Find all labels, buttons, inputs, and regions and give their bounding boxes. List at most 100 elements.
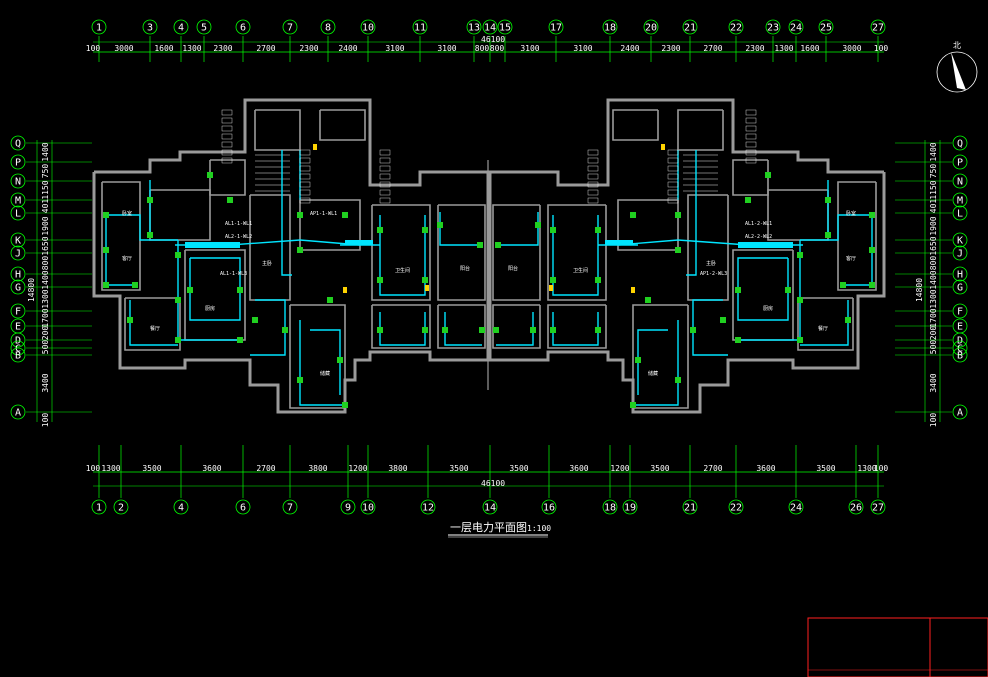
top-axis-label: 20 xyxy=(645,23,657,34)
top-axis-bubble xyxy=(196,19,212,35)
riser-tag xyxy=(379,173,391,180)
socket-icon-mirrored xyxy=(630,212,636,218)
top-axis-bubble xyxy=(682,19,698,35)
room-label-mirrored: 客厅 xyxy=(846,255,856,262)
top-dimension-value: 100 xyxy=(86,44,101,53)
panel-label: AP1-2-WL3 xyxy=(700,271,727,277)
socket-icon-mirrored xyxy=(595,227,601,233)
devices-layer xyxy=(103,109,875,408)
room-label-mirrored: 餐厅 xyxy=(818,325,828,332)
right-dimension-value: 1900 xyxy=(929,216,938,235)
title-block-frame xyxy=(807,617,988,677)
riser-tag-mirrored xyxy=(587,149,599,156)
left-dimension-value: 100 xyxy=(41,413,50,428)
right-axis-bubble xyxy=(952,154,968,170)
bottom-axis-bubble xyxy=(848,499,864,515)
socket-icon-mirrored xyxy=(675,377,681,383)
bottom-dimension-value: 100 xyxy=(86,464,101,473)
left-axis-label: E xyxy=(15,322,21,333)
top-axis-bubble xyxy=(602,19,618,35)
room-wall xyxy=(319,109,366,141)
circuit-wire xyxy=(379,215,426,296)
socket-icon-mirrored xyxy=(840,282,846,288)
top-dimension-value: 3100 xyxy=(385,44,404,53)
top-axis-label: 8 xyxy=(325,23,331,34)
walls-layer xyxy=(92,98,886,414)
right-axis-label: B xyxy=(957,351,963,362)
circuit-wire-mirrored xyxy=(552,215,599,296)
room-label-mirrored: 厨房 xyxy=(763,305,773,312)
room-wall-mirrored xyxy=(547,204,607,301)
socket-icon xyxy=(442,327,448,333)
bottom-axis-bubble xyxy=(360,499,376,515)
socket-icon xyxy=(227,197,233,203)
riser-tag xyxy=(299,181,311,188)
top-axis-bubble xyxy=(173,19,189,35)
room-wall xyxy=(371,304,431,349)
riser-tag-mirrored xyxy=(587,197,599,204)
right-axis-bubble xyxy=(952,404,968,420)
left-axis-label: Q xyxy=(15,139,21,150)
right-axis-bubble xyxy=(952,192,968,208)
top-dimension-value: 2300 xyxy=(745,44,764,53)
top-dimension-value: 2300 xyxy=(661,44,680,53)
riser-tag-mirrored xyxy=(745,125,757,132)
riser-tag-mirrored xyxy=(667,189,679,196)
left-dimension-value: 1400 xyxy=(41,270,50,289)
left-axis-label: N xyxy=(15,177,21,188)
bottom-axis-bubble xyxy=(235,499,251,515)
riser-tag xyxy=(379,149,391,156)
riser-tag xyxy=(221,125,233,132)
top-dimension-value: 100 xyxy=(874,44,889,53)
socket-icon xyxy=(147,197,153,203)
left-axis-label: F xyxy=(15,307,21,318)
room-wall xyxy=(437,204,486,301)
socket-icon-mirrored xyxy=(785,287,791,293)
right-axis-bubble xyxy=(952,340,968,356)
socket-icon-mirrored xyxy=(675,212,681,218)
bus-bar xyxy=(345,240,373,245)
bottom-axis-bubble xyxy=(541,499,557,515)
bottom-axis-label: 16 xyxy=(543,503,555,514)
right-dimension-value: 750 xyxy=(929,164,938,179)
circuit-wire-mirrored xyxy=(800,214,872,241)
bottom-dimension-value: 1200 xyxy=(348,464,367,473)
right-dimension-value: 1400 xyxy=(929,270,938,289)
bottom-axis-bubble xyxy=(728,499,744,515)
socket-icon-mirrored xyxy=(675,247,681,253)
room-wall-mirrored xyxy=(632,304,689,409)
left-axis-label: H xyxy=(15,270,21,281)
room-wall xyxy=(254,109,301,151)
drawing-title: 一层电力平面图 xyxy=(450,521,527,534)
bottom-axis-bubble xyxy=(788,499,804,515)
left-axis-bubble xyxy=(10,232,26,248)
room-wall xyxy=(299,199,361,251)
riser-tag-mirrored xyxy=(667,157,679,164)
circuit-wire-mirrored xyxy=(552,312,599,346)
room-label-mirrored: 卫生间 xyxy=(573,267,588,274)
north-arrow-circle xyxy=(936,51,978,93)
drawing-scale: 1:100 xyxy=(527,524,551,533)
riser-tag-mirrored xyxy=(667,197,679,204)
circuit-wire xyxy=(379,312,426,346)
left-axis-bubble xyxy=(10,303,26,319)
panel-label: AP1-1-WL1 xyxy=(310,211,337,217)
left-axis-label: J xyxy=(15,249,21,260)
circuit-wire-mirrored xyxy=(496,312,534,346)
socket-icon-mirrored xyxy=(530,327,536,333)
top-dimension-value: 3000 xyxy=(842,44,861,53)
top-dimension-value: 1600 xyxy=(154,44,173,53)
bottom-dimension-value: 3500 xyxy=(449,464,468,473)
riser-tag xyxy=(221,157,233,164)
riser-tag-mirrored xyxy=(587,173,599,180)
top-axis-bubble xyxy=(91,19,107,35)
socket-icon-mirrored xyxy=(797,252,803,258)
room-label-mirrored: 卧室 xyxy=(846,210,856,217)
circuit-wire xyxy=(310,329,341,395)
right-dimension-value: 401 xyxy=(929,199,938,214)
top-axis-bubble xyxy=(788,19,804,35)
room-wall xyxy=(289,304,346,409)
socket-icon xyxy=(297,247,303,253)
socket-icon-mirrored xyxy=(495,242,501,248)
bottom-axis-label: 9 xyxy=(345,503,351,514)
